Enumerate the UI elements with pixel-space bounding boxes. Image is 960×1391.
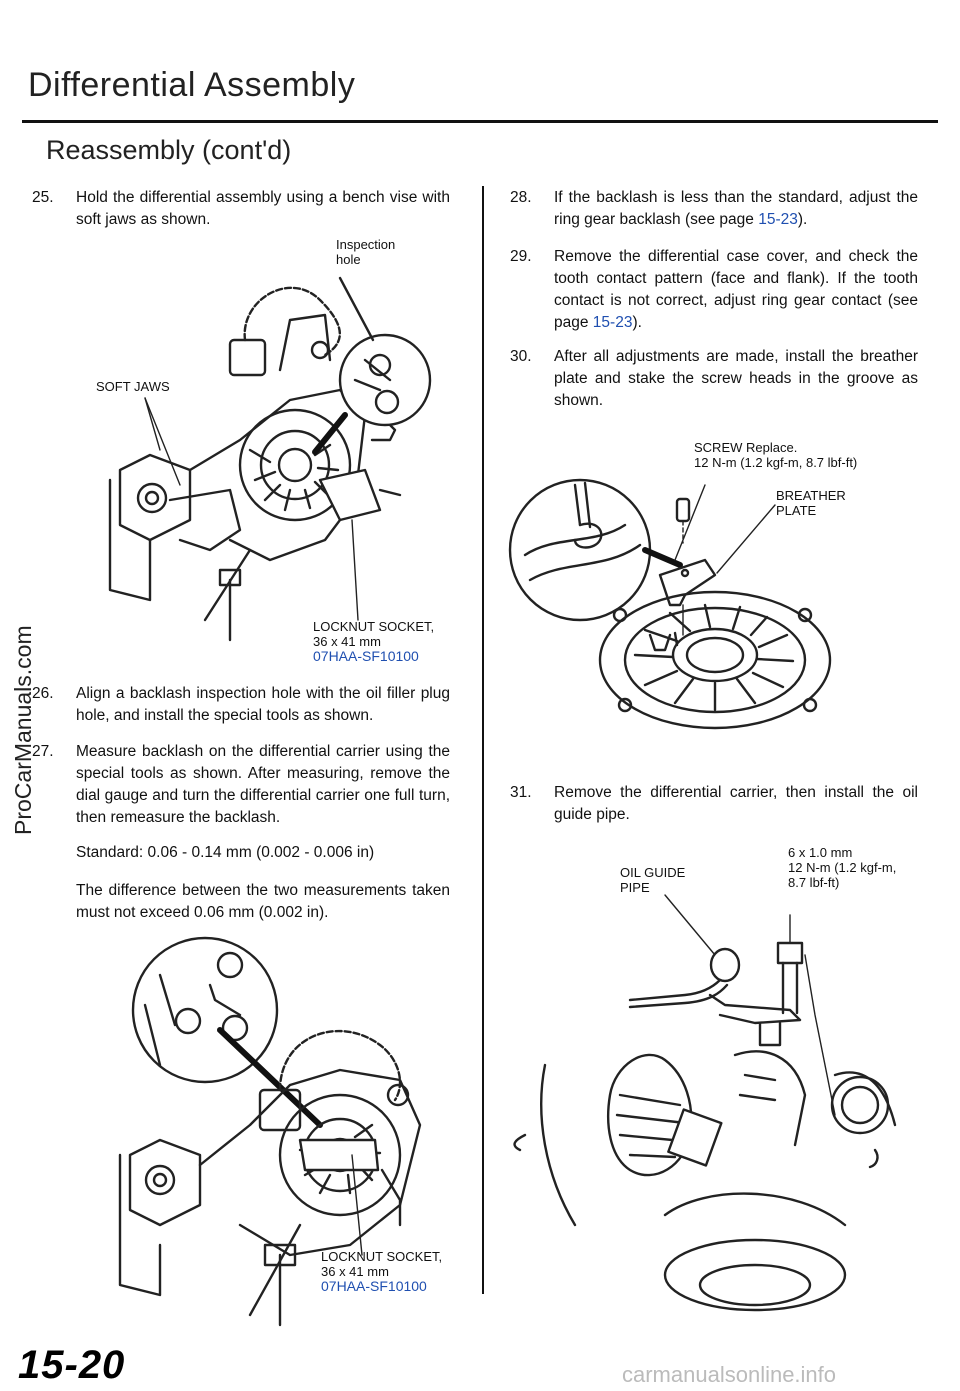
callout-line: Inspection [336, 237, 396, 252]
footer-site-watermark: carmanualsonline.info [622, 1362, 837, 1387]
page-link-15-23[interactable]: 15-23 [758, 211, 798, 228]
step-26: 26. Align a backlash inspection hole wit… [32, 683, 450, 727]
figure-dial-gauge [118, 936, 422, 1327]
figure-breather-plate [508, 478, 832, 730]
step-27: 27. Measure backlash on the differential… [32, 741, 450, 829]
callout-inspection-hole: Inspection hole [336, 237, 395, 267]
standard-value: Standard: 0.06 - 0.14 mm (0.002 - 0.006 … [76, 844, 375, 861]
step-number: 25. [32, 189, 54, 206]
callout-line: 36 x 41 mm [321, 1264, 389, 1279]
step-text: If the backlash is less than the standar… [554, 189, 918, 228]
watermark: ProCarManuals.com [10, 625, 36, 835]
step-text: Remove the differential carrier, then in… [554, 784, 918, 823]
part-number-link[interactable]: 07HAA-SF10100 [321, 1278, 427, 1294]
callout-line: hole [336, 252, 361, 267]
step-text-after: ). [797, 211, 808, 228]
step-number: 31. [510, 784, 532, 801]
callout-line: LOCKNUT SOCKET, [321, 1249, 443, 1264]
section-title: Reassembly (cont'd) [46, 135, 292, 165]
figure-oil-guide-pipe [513, 894, 897, 1312]
step-30: 30. After all adjustments are made, inst… [510, 346, 918, 412]
callout-line: 6 x 1.0 mm [788, 845, 853, 860]
step-number: 29. [510, 248, 532, 265]
step-text: After all adjustments are made, install … [554, 348, 918, 409]
step-text: Measure backlash on the differential car… [76, 743, 450, 826]
title-rule [22, 120, 938, 123]
callout-line: BREATHER [776, 488, 846, 503]
callout-line: 8.7 lbf-ft) [788, 875, 840, 890]
callout-line: 12 N-m (1.2 kgf-m, 8.7 lbf-ft) [694, 455, 858, 470]
step-text: Remove the differential case cover, and … [554, 248, 918, 331]
page-number: 15-20 [18, 1343, 126, 1387]
callout-soft-jaws: SOFT JAWS [96, 379, 170, 394]
page-link-15-23[interactable]: 15-23 [592, 314, 633, 331]
callout-locknut-socket-1: LOCKNUT SOCKET, 36 x 41 mm 07HAA-SF10100 [313, 619, 434, 664]
callout-line: 36 x 41 mm [313, 634, 381, 649]
step-number: 27. [32, 743, 54, 760]
callout-line: PIPE [620, 880, 650, 895]
callout-oil-guide-pipe: OIL GUIDE PIPE [620, 865, 685, 895]
callout-line: OIL GUIDE [620, 865, 686, 880]
part-number-link[interactable]: 07HAA-SF10100 [313, 648, 419, 664]
callout-screw: SCREW Replace. 12 N-m (1.2 kgf-m, 8.7 lb… [694, 440, 857, 470]
step-29: 29. Remove the differential case cover, … [510, 246, 918, 334]
callout-bolt: 6 x 1.0 mm 12 N-m (1.2 kgf-m, 8.7 lbf-ft… [788, 845, 896, 890]
step-31: 31. Remove the differential carrier, the… [510, 782, 918, 826]
step-25: 25. Hold the differential assembly using… [32, 187, 450, 231]
step-text: Hold the differential assembly using a b… [76, 189, 450, 228]
callout-line: SCREW Replace. [694, 440, 798, 455]
step-number: 26. [32, 685, 54, 702]
step-number: 28. [510, 189, 532, 206]
callout-locknut-socket-2: LOCKNUT SOCKET, 36 x 41 mm 07HAA-SF10100 [321, 1249, 442, 1294]
step-number: 30. [510, 348, 532, 365]
callout-breather-plate: BREATHER PLATE [776, 488, 846, 518]
step-28: 28. If the backlash is less than the sta… [510, 187, 918, 231]
page-title: Differential Assembly [28, 66, 356, 104]
callout-line: LOCKNUT SOCKET, [313, 619, 435, 634]
callout-line: 12 N-m (1.2 kgf-m, [788, 860, 897, 875]
column-divider [482, 186, 484, 1294]
callout-line: PLATE [776, 503, 817, 518]
difference-note: The difference between the two measureme… [76, 882, 450, 921]
step-text-after: ). [632, 314, 642, 331]
figure-vise-differential [108, 276, 432, 642]
step-text: Align a backlash inspection hole with th… [76, 685, 450, 724]
